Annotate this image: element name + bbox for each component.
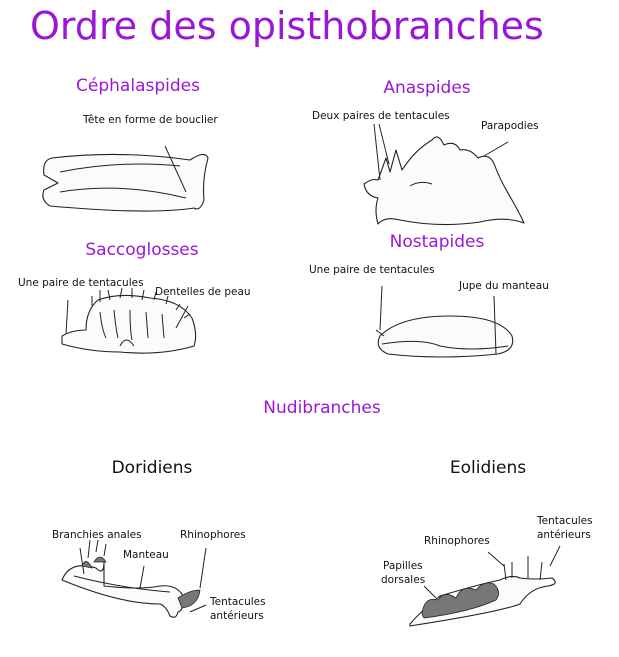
label-tentacules-eol: Tentacules xyxy=(537,515,593,527)
label-rhinophores-dor: Rhinophores xyxy=(180,529,246,541)
label-dentelles-peau: Dentelles de peau xyxy=(155,286,251,298)
page-title: Ordre des opisthobranches xyxy=(30,4,544,48)
doridien-drawing xyxy=(61,539,207,618)
label-branchies-anales: Branchies anales xyxy=(52,529,142,541)
heading-nudibranches: Nudibranches xyxy=(263,398,381,418)
heading-anaspides: Anaspides xyxy=(383,78,471,98)
label-dorsales: dorsales xyxy=(381,574,426,586)
label-papilles: Papilles xyxy=(383,560,423,572)
heading-nostapides: Nostapides xyxy=(389,232,485,252)
cephalaspide-drawing xyxy=(42,145,209,212)
heading-saccoglosses: Saccoglosses xyxy=(85,240,199,260)
label-une-paire-tentacules-nost: Une paire de tentacules xyxy=(309,264,435,276)
saccoglosse-drawing xyxy=(61,287,197,354)
label-parapodies: Parapodies xyxy=(481,120,539,132)
label-rhinophores-eol: Rhinophores xyxy=(424,535,490,547)
label-tete-bouclier: Tête en forme de bouclier xyxy=(83,114,218,126)
label-anterieurs-eol: antérieurs xyxy=(537,529,591,541)
label-tentacules-dor: Tentacules xyxy=(210,596,266,608)
label-manteau: Manteau xyxy=(123,549,169,561)
label-une-paire-tentacules-sacco: Une paire de tentacules xyxy=(18,277,144,289)
heading-eolidiens: Eolidiens xyxy=(449,458,527,478)
label-deux-paires-tentacules: Deux paires de tentacules xyxy=(312,110,450,122)
label-anterieurs-dor: antérieurs xyxy=(210,610,264,622)
nostapide-drawing xyxy=(375,285,514,358)
eolidien-drawing xyxy=(409,545,561,627)
heading-cephalaspides: Céphalaspides xyxy=(76,76,200,96)
label-jupe-manteau: Jupe du manteau xyxy=(459,280,549,292)
anaspide-drawing xyxy=(363,123,525,226)
heading-doridiens: Doridiens xyxy=(111,458,193,478)
